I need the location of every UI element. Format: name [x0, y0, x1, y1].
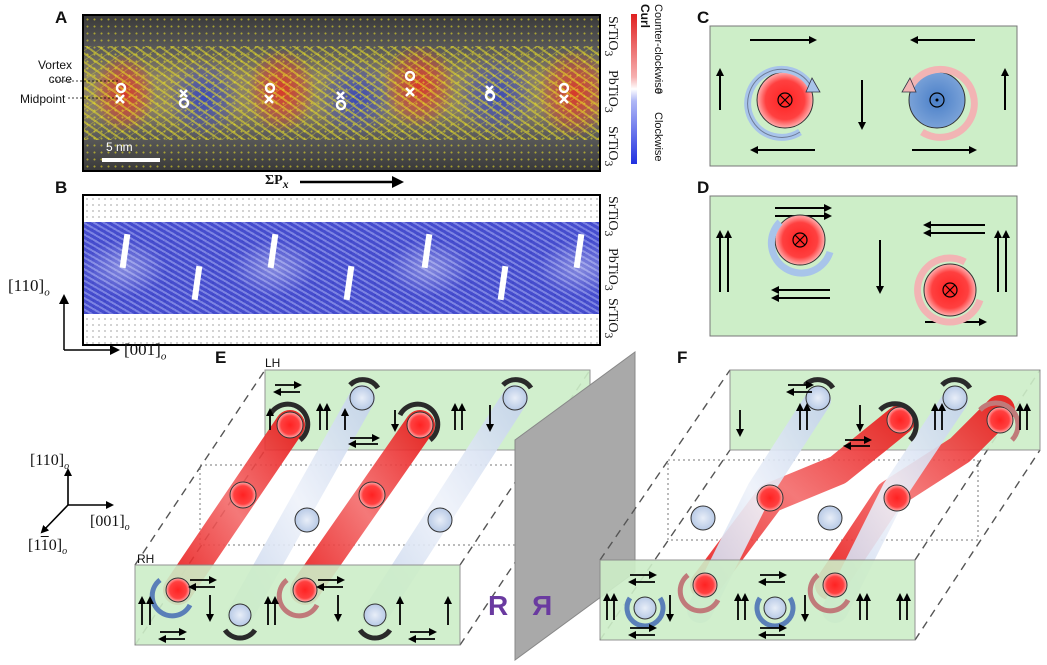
- sum-px-label: ΣPx: [265, 173, 289, 191]
- colorbar-text: Curl Counter-clockwise 0 Clockwise: [638, 2, 678, 182]
- panel-d: [709, 195, 1018, 337]
- panel-label-c: C: [697, 8, 710, 27]
- panel-b-side-labels: SrTiO3 PbTiO3 SrTiO3: [602, 196, 620, 339]
- rh-label: RH: [137, 552, 155, 566]
- axis3d-up: [110]o: [30, 452, 70, 473]
- colorbar-title: Curl: [638, 4, 652, 28]
- colorbar-top-label: Counter-clockwise: [652, 4, 664, 94]
- colorbar-bottom-label: Clockwise: [652, 112, 664, 162]
- axis-label-001: [001]o: [124, 340, 167, 363]
- sum-px-text: ΣP: [265, 173, 283, 188]
- midpoint-label: Midpoint: [20, 92, 66, 106]
- colorbar-zero-label: 0: [652, 88, 664, 95]
- vortex-core-label: Vortex core: [37, 58, 72, 86]
- side-label-a-mid: PbTiO: [604, 70, 620, 107]
- side-label-a-top: SrTiO: [604, 16, 620, 51]
- panel-label-f: F: [677, 348, 688, 367]
- side-label-b-top: SrTiO: [604, 196, 620, 231]
- mirror-letter-r-reflected: R: [532, 590, 553, 621]
- panel-label-e: E: [215, 348, 227, 367]
- scale-bar: [102, 158, 160, 162]
- panel-b-image: [82, 194, 601, 346]
- panel-c: [709, 25, 1018, 167]
- axis3d-down: [110]o: [28, 537, 68, 558]
- panel-label-d: D: [697, 178, 710, 197]
- side-label-b-mid: PbTiO: [604, 248, 620, 285]
- axis-label-110: [110]o: [8, 276, 50, 299]
- panel-label-a: A: [55, 8, 68, 27]
- axis3d-right: [001]o: [90, 513, 130, 534]
- lh-label: LH: [265, 356, 281, 370]
- scale-bar-label: 5 nm: [106, 140, 133, 154]
- sum-px-sub: x: [282, 177, 289, 191]
- side-label-a-bot: SrTiO: [604, 126, 620, 161]
- mirror-letter-r: R: [488, 590, 509, 621]
- side-label-b-bot: SrTiO: [604, 298, 620, 333]
- panel-label-b: B: [55, 178, 68, 197]
- panel-a-side-labels: SrTiO3 PbTiO3 SrTiO3: [602, 16, 620, 167]
- panel-f: [599, 369, 1041, 641]
- panel-e: [134, 369, 591, 646]
- axes-3d: [40, 468, 114, 534]
- colorbar: [631, 14, 637, 164]
